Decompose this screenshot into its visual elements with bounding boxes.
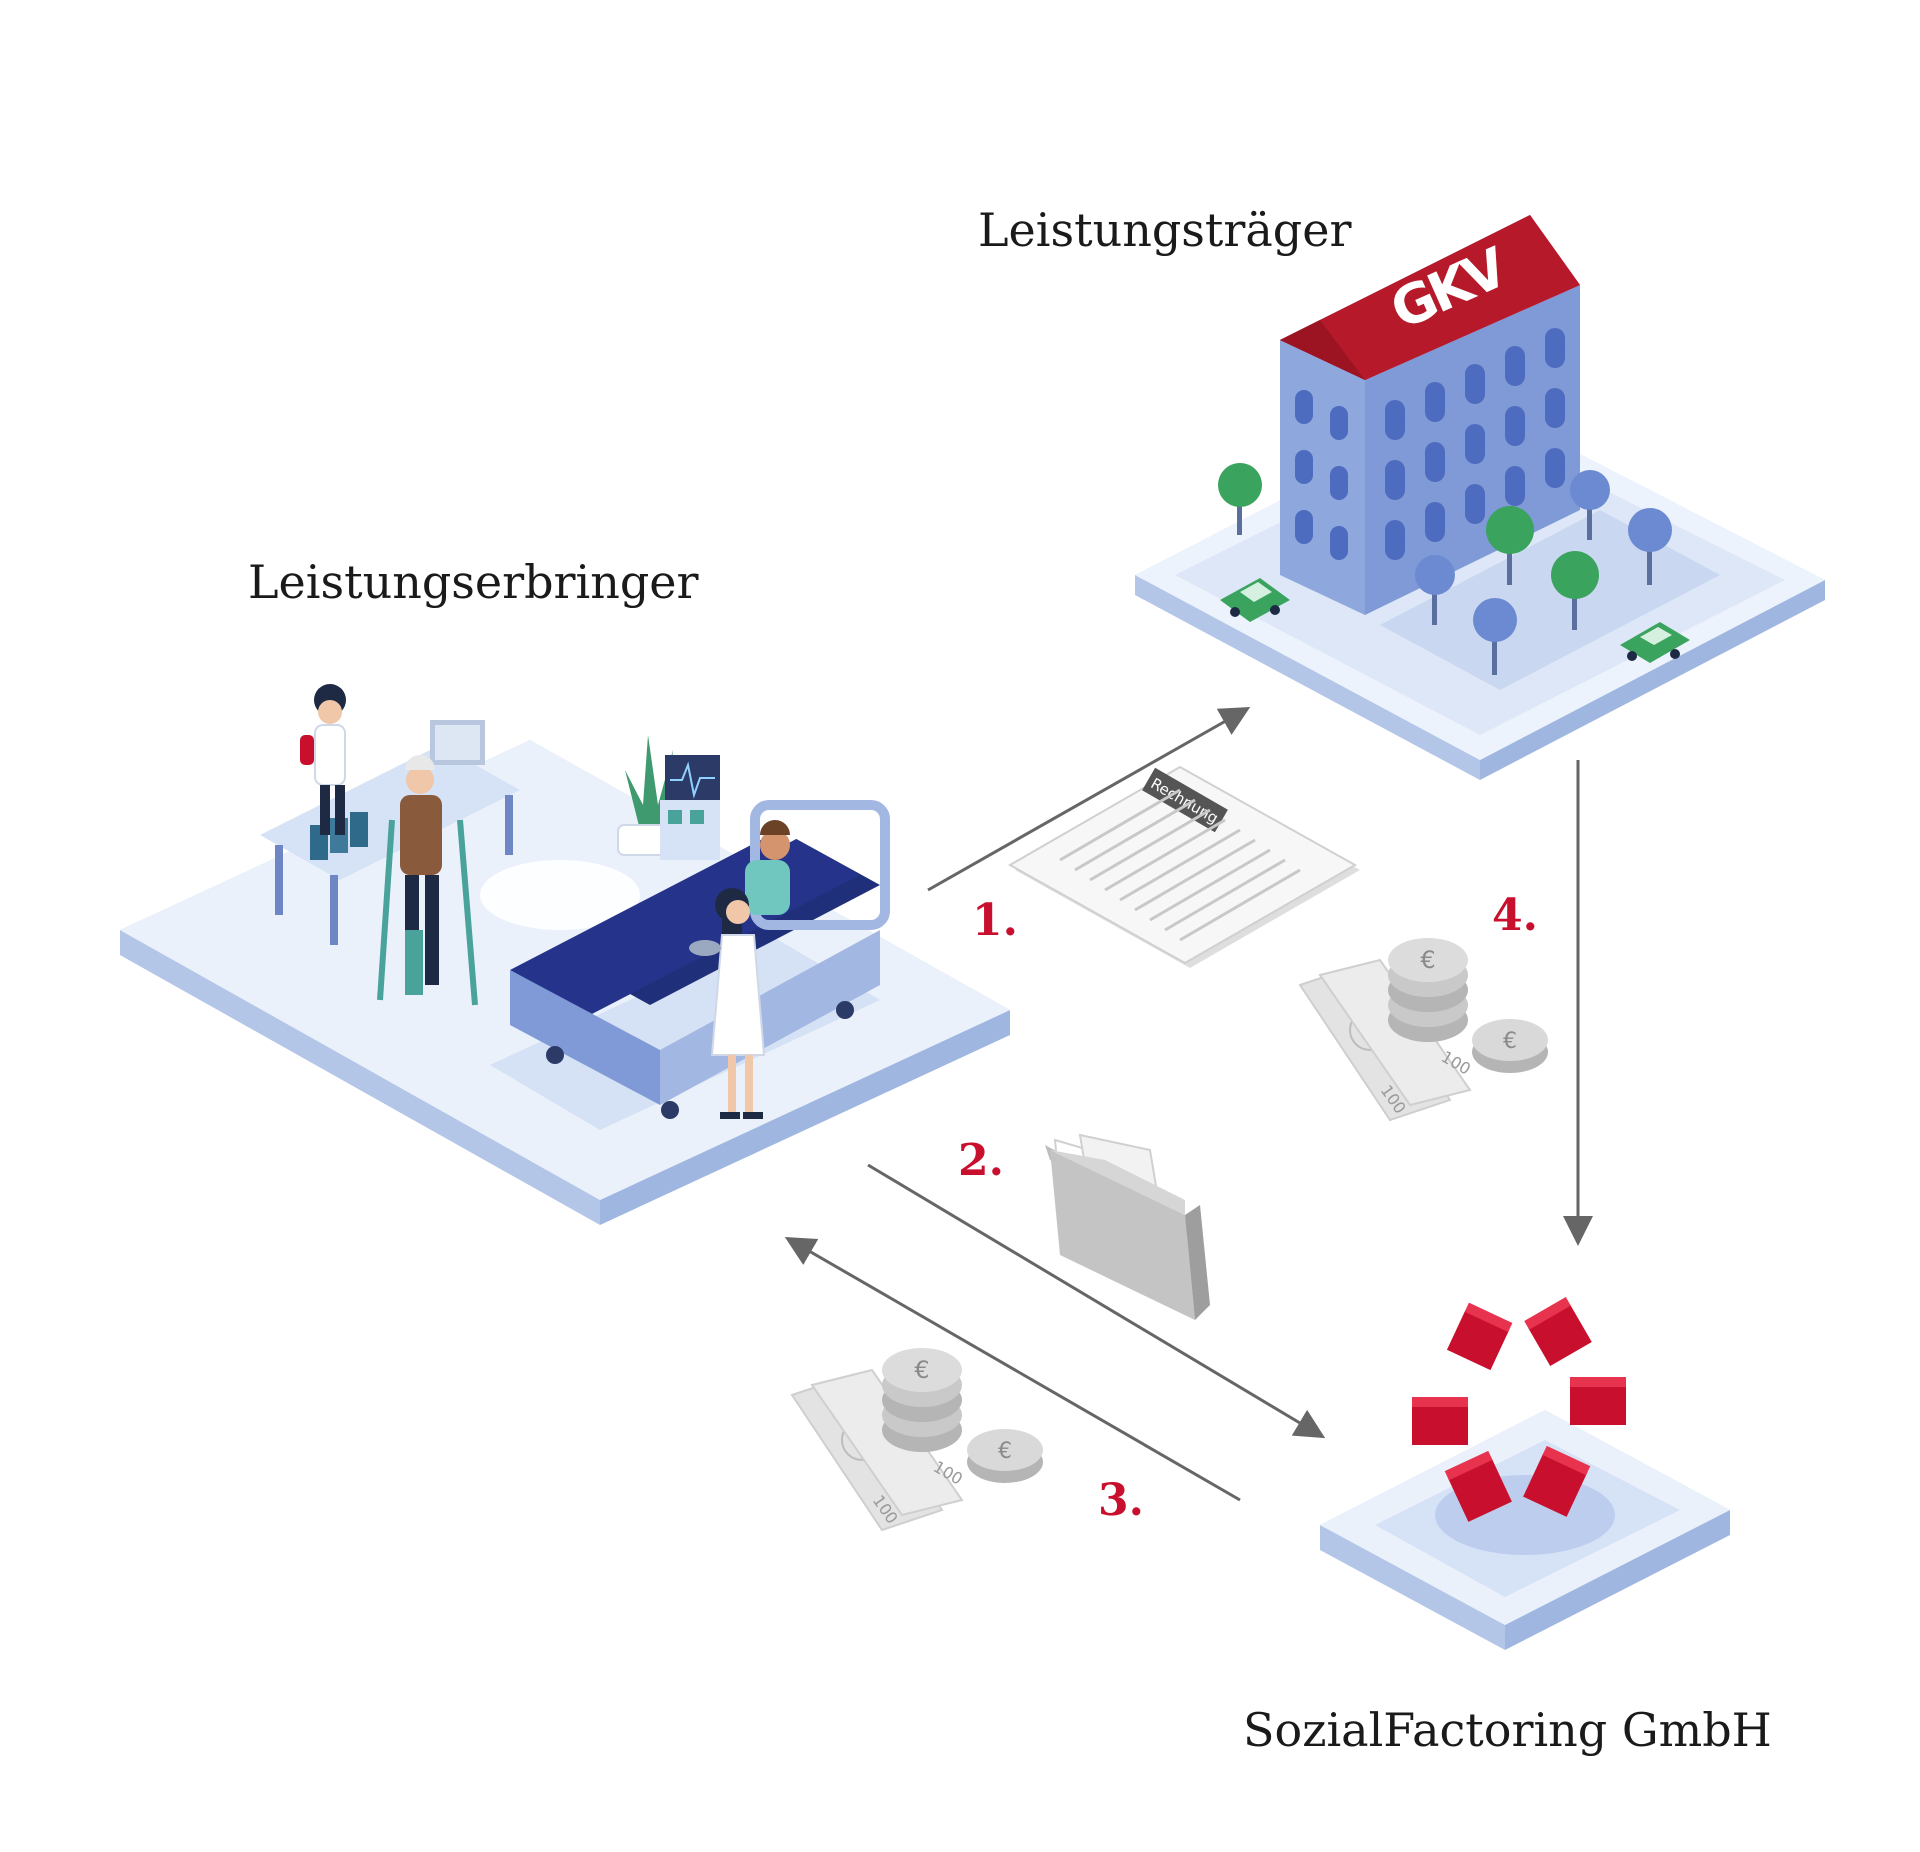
label-payer: Leistungsträger [978,203,1352,257]
euro-symbol: € [914,1356,929,1384]
euro-symbol: € [1503,1029,1517,1054]
plant-monitor-illustration [617,735,720,860]
euro-symbol: € [1420,946,1435,974]
label-factoring: SozialFactoring GmbH [1243,1703,1772,1757]
arrow-step-3 [784,1236,1241,1502]
step-number-3: 3. [1098,1475,1144,1526]
nurse-illustration [689,888,766,1119]
step-number-2: 2. [958,1135,1004,1186]
doctor-desk-illustration [260,684,520,945]
invoice-document: Rechnung [1007,765,1360,968]
hospital-bed-illustration [510,780,890,1119]
step-number-4: 4. [1492,890,1538,941]
label-provider: Leistungserbringer [248,555,699,609]
cars-illustration [1220,578,1690,663]
euro-symbol: € [998,1439,1012,1464]
arrow-step-2 [867,1163,1326,1439]
money-stack-step-4: 100 100 € € [1298,938,1548,1122]
factoring-logo-cubes [1412,1297,1626,1522]
patient-crutches-illustration [377,755,478,1006]
trees-illustration [1218,463,1672,675]
building-windows [1295,328,1565,560]
money-stack-step-3: 100 100 € € [790,1348,1043,1532]
factoring-platform [1320,1410,1730,1650]
step-number-1: 1. [972,895,1018,946]
arrow-step-1 [927,707,1251,892]
folder-icon [1045,1133,1210,1320]
